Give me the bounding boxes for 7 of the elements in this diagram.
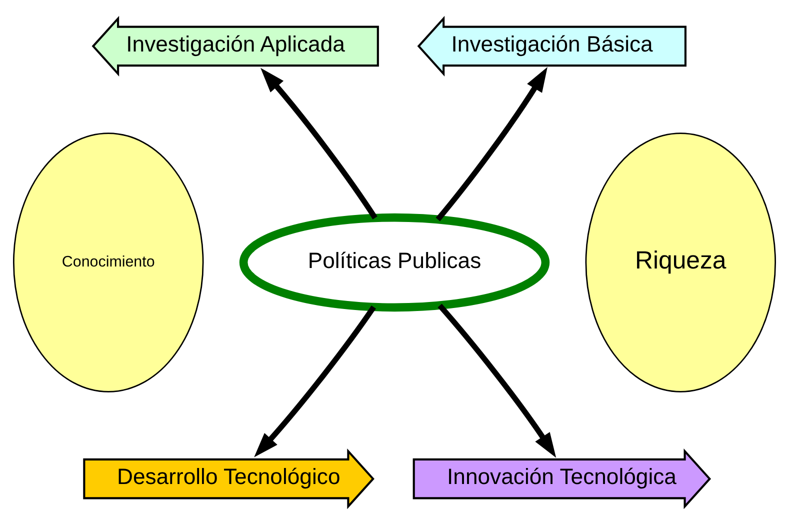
node-ellipse: Riqueza bbox=[585, 132, 776, 392]
arrow bbox=[438, 304, 556, 458]
arrow bbox=[254, 306, 376, 458]
arrow bbox=[260, 68, 378, 220]
arrow bbox=[436, 67, 548, 222]
node-ellipse: Políticas Publicas bbox=[239, 213, 550, 312]
node-ellipse: Conocimiento bbox=[13, 132, 204, 392]
